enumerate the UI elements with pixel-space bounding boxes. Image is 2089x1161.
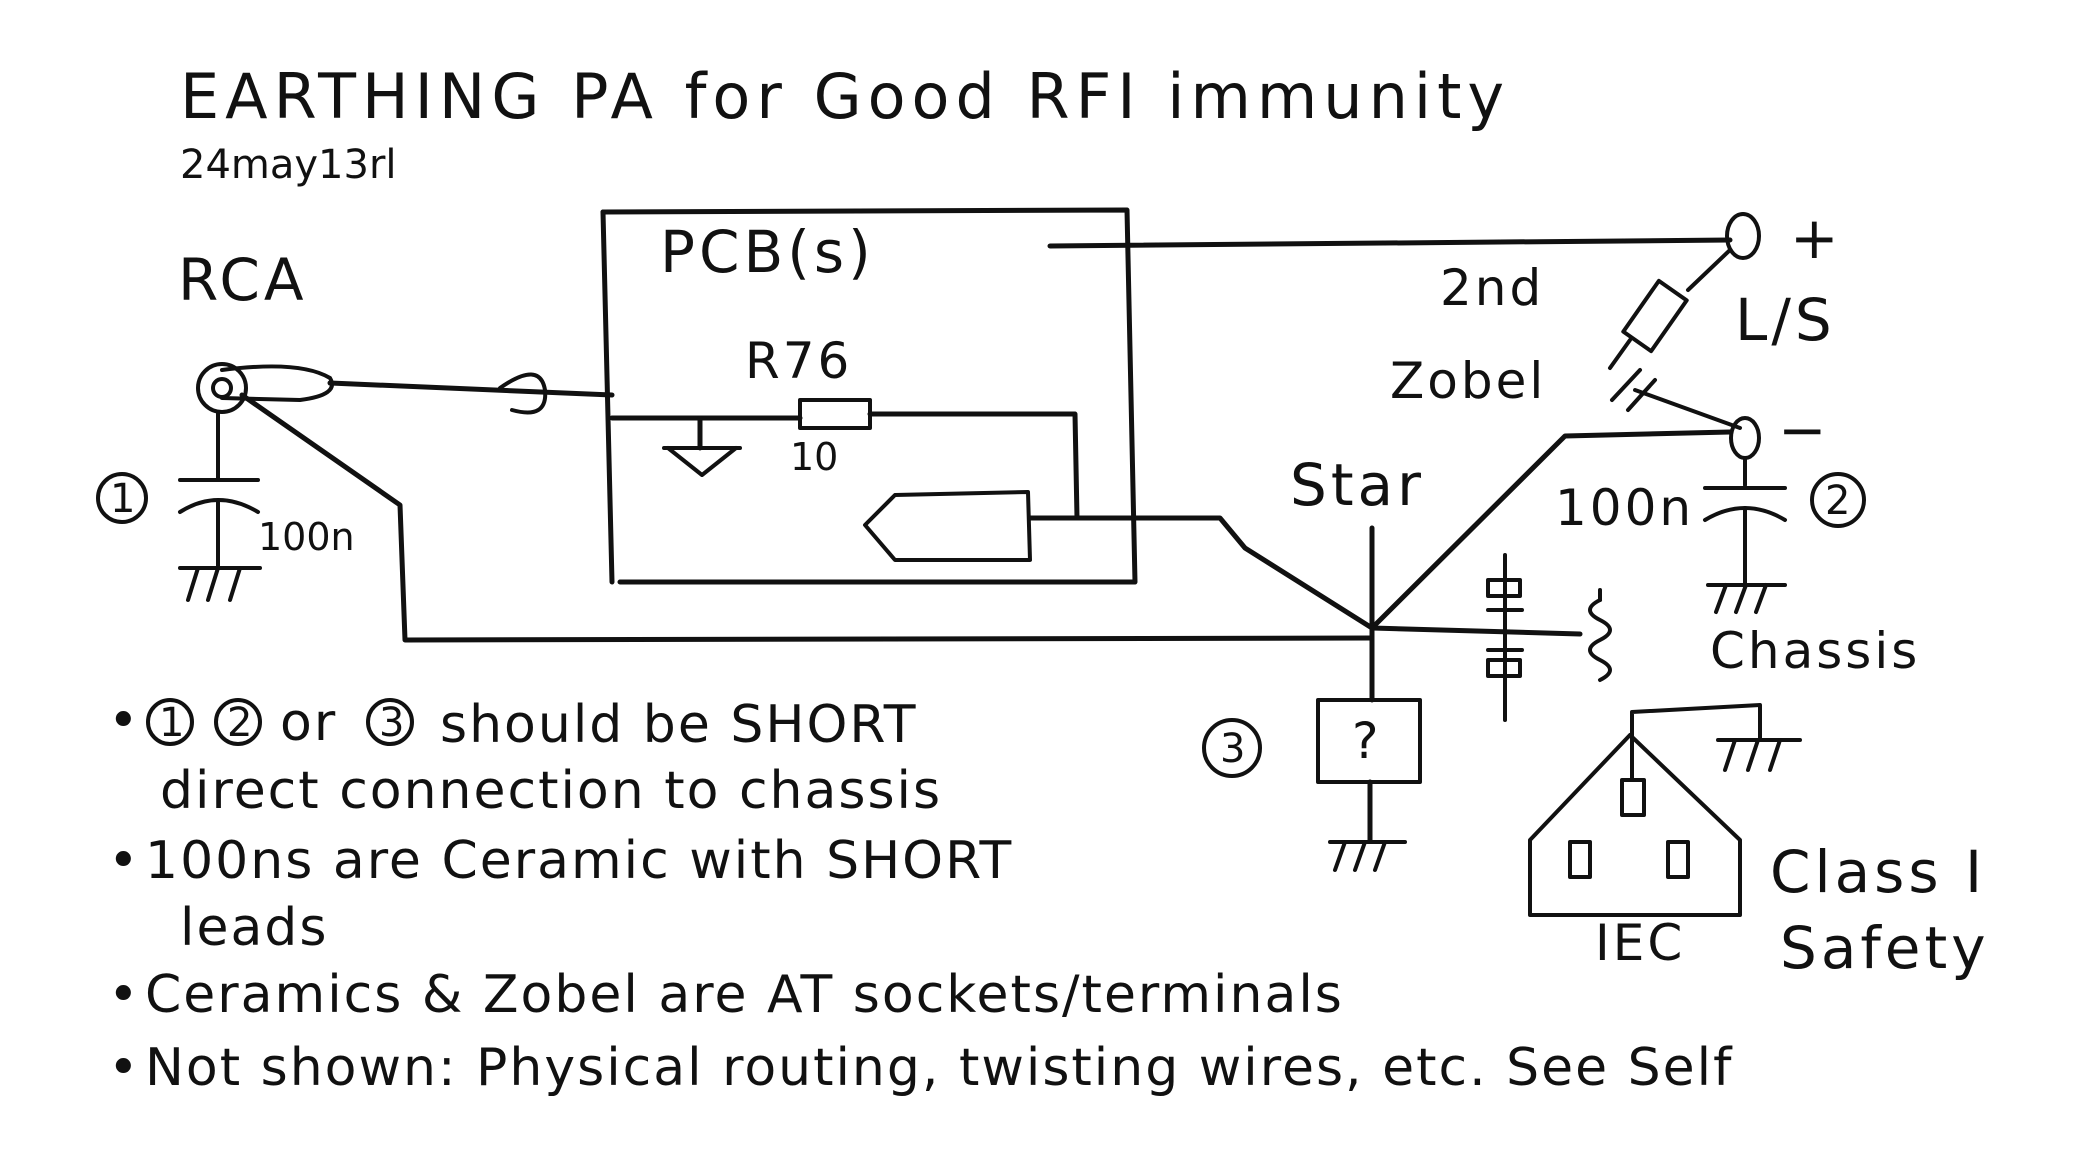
unknown-component-box <box>1316 698 1422 872</box>
diagram-title: EARTHING PA for Good RFI immunity <box>180 60 1510 133</box>
marker-2: 2 <box>1810 472 1866 528</box>
safety-label: Safety <box>1780 914 1990 982</box>
signal-ground-symbol <box>662 446 742 477</box>
rca-connector <box>196 362 334 414</box>
plus-label: + <box>1790 204 1843 272</box>
shielded-input-cable <box>327 372 615 415</box>
ceramic-capacitors <box>1486 553 1524 722</box>
svg-text:•: • <box>108 691 141 751</box>
speaker-positive-terminal <box>1725 212 1761 260</box>
speaker-bypass-capacitor <box>1703 456 1787 614</box>
note-1-or: or <box>280 693 337 753</box>
iec-socket <box>1528 703 1802 917</box>
note-1-text-b: direct connection to chassis <box>160 761 942 821</box>
rca-bypass-capacitor <box>178 410 262 602</box>
svg-text:•: • <box>108 965 141 1025</box>
note-2-text-b: leads <box>180 898 328 958</box>
note-4-text: Not shown: Physical routing, twisting wi… <box>145 1038 1733 1098</box>
left-cap-value: 100n <box>258 515 355 559</box>
pcb-ground-wire <box>1027 515 1375 631</box>
iec-label: IEC <box>1595 914 1685 972</box>
pcb-box <box>600 207 1138 585</box>
unknown-label: ? <box>1352 712 1382 770</box>
note-3-text: Ceramics & Zobel are AT sockets/terminal… <box>145 965 1344 1025</box>
svg-text:2: 2 <box>1825 478 1850 524</box>
note-4: • Not shown: Physical routing, twisting … <box>108 1038 1733 1098</box>
pcb-label: PCB(s) <box>660 218 875 286</box>
minus-label: − <box>1778 396 1831 464</box>
r76-resistor <box>609 398 1080 521</box>
inductor-coil <box>1588 588 1612 682</box>
class-label: Class I <box>1770 838 1986 906</box>
second-zobel-label-1: 2nd <box>1440 259 1544 317</box>
second-zobel-network <box>1608 248 1742 430</box>
marker-3: 3 <box>1202 718 1262 778</box>
r76-value: 10 <box>790 435 838 479</box>
right-cap-value: 100n <box>1555 479 1694 537</box>
marker-1: 1 <box>96 472 148 524</box>
r76-label: R76 <box>745 332 852 390</box>
speaker-positive-wire <box>1047 237 1733 249</box>
svg-text:3: 3 <box>1220 726 1245 772</box>
rca-label: RCA <box>178 246 308 314</box>
svg-text:•: • <box>108 1038 141 1098</box>
note-3: • Ceramics & Zobel are AT sockets/termin… <box>108 965 1344 1025</box>
svg-text:•: • <box>108 831 141 891</box>
diagram-date: 24may13rl <box>180 142 397 188</box>
speaker-negative-terminal <box>1729 416 1761 460</box>
note-1: • 1 2 or 3 should be SHORT direct connec… <box>108 691 942 821</box>
star-label: Star <box>1290 451 1425 519</box>
svg-text:3: 3 <box>379 700 404 746</box>
svg-text:1: 1 <box>159 700 184 746</box>
note-1-text-a: should be SHORT <box>440 695 917 755</box>
chassis-label: Chassis <box>1710 622 1920 680</box>
note-2: • 100ns are Ceramic with SHORT leads <box>108 831 1013 958</box>
output-stage-symbol <box>863 490 1032 562</box>
ls-label: L/S <box>1735 286 1836 354</box>
speaker-negative-wire <box>1369 429 1733 631</box>
input-ground-wire <box>239 392 1375 643</box>
note-2-text-a: 100ns are Ceramic with SHORT <box>145 831 1013 891</box>
svg-text:1: 1 <box>110 476 135 522</box>
star-ground-point <box>1369 525 1583 703</box>
svg-text:2: 2 <box>227 700 252 746</box>
second-zobel-label-2: Zobel <box>1390 352 1546 410</box>
